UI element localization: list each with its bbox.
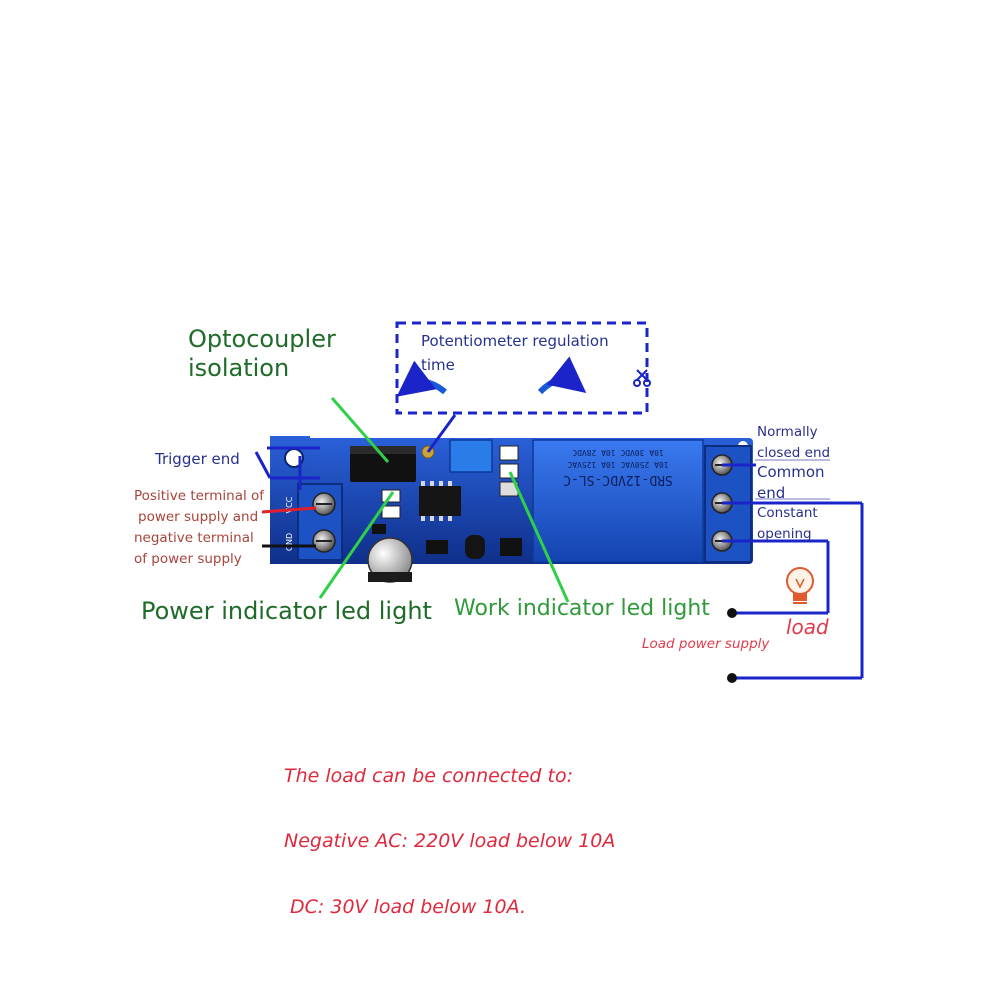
power-terminal-label-line-4: of power supply xyxy=(134,550,242,567)
potentiometer-label: Potentiometer regulation time xyxy=(421,329,609,377)
relay-board: VCC GND SRD-12 xyxy=(270,436,753,583)
scissors-icon xyxy=(633,369,651,387)
optocoupler-chip xyxy=(350,446,416,482)
trigger-end-label: Trigger end xyxy=(155,450,240,468)
load-note: The load can be connected to: Negative A… xyxy=(284,722,615,940)
load-note-line-1: The load can be connected to: xyxy=(284,764,573,787)
power-led-label: Power indicator led light xyxy=(141,597,432,625)
red-wire xyxy=(261,506,317,514)
pin-label-gnd: GND xyxy=(285,533,294,551)
power-terminal-label-line-1: Positive terminal of xyxy=(134,488,265,504)
constant-opening-label-line-2: opening xyxy=(757,525,812,542)
common-end-label-line-2: end xyxy=(757,484,786,502)
relay xyxy=(532,439,704,563)
optocoupler-label: Optocoupler isolation xyxy=(188,325,336,383)
arrow-right xyxy=(537,356,587,395)
power-terminal-label-line-3: negative terminal xyxy=(134,529,254,546)
relay-rating-text-1: 10A 250VAC 10A 125VAC xyxy=(567,460,668,469)
work-led-label: Work indicator led light xyxy=(454,596,710,621)
common-end-label-line-1: Common xyxy=(757,463,825,481)
normally-closed-label: Normally closed end xyxy=(757,422,830,464)
common-end-label: Common end xyxy=(757,462,825,504)
transistor xyxy=(465,535,485,559)
optocoupler-label-line-1: Optocoupler xyxy=(188,325,336,353)
normally-closed-label-line-1: Normally xyxy=(757,424,818,440)
relay-rating-text-2: 10A 30VDC 10A 28VDC xyxy=(572,448,664,457)
potentiometer xyxy=(449,439,493,473)
work-led-pointer xyxy=(508,471,570,603)
power-terminal-label-line-2: power supply and xyxy=(138,508,259,525)
timer-ic xyxy=(419,486,461,516)
load-power-supply-label: Load power supply xyxy=(642,636,770,652)
load-label: load xyxy=(786,615,829,639)
relay-model-text: SRD-12VDC-SL-C xyxy=(563,472,673,487)
terminal-dot-bottom xyxy=(727,673,737,683)
potentiometer-label-line-2: time xyxy=(421,356,455,374)
green-pointers xyxy=(318,397,570,603)
normally-closed-label-line-2: closed end xyxy=(757,444,831,461)
potentiometer-label-line-1: Potentiometer regulation xyxy=(421,332,609,350)
constant-opening-label-line-1: Constant xyxy=(757,505,818,521)
potentiometer-pointer xyxy=(426,414,457,453)
load-note-line-3: DC: 30V load below 10A. xyxy=(284,895,527,918)
lamp-icon xyxy=(786,567,814,604)
arrow-left xyxy=(396,360,447,397)
optocoupler-label-line-2: isolation xyxy=(188,353,290,382)
optocoupler-pointer xyxy=(330,397,390,463)
work-led xyxy=(499,445,519,461)
output-wiring xyxy=(722,459,864,680)
load-note-line-2: Negative AC: 220V load below 10A xyxy=(284,830,616,853)
power-led-pointer xyxy=(318,491,395,599)
power-terminal-label: Positive terminal of power supply and ne… xyxy=(134,486,264,570)
trigger-end-bracket xyxy=(254,446,320,490)
constant-opening-label: Constant opening xyxy=(757,503,818,545)
pin-label-vcc: VCC xyxy=(285,496,294,513)
terminal-dot-top xyxy=(727,608,737,618)
